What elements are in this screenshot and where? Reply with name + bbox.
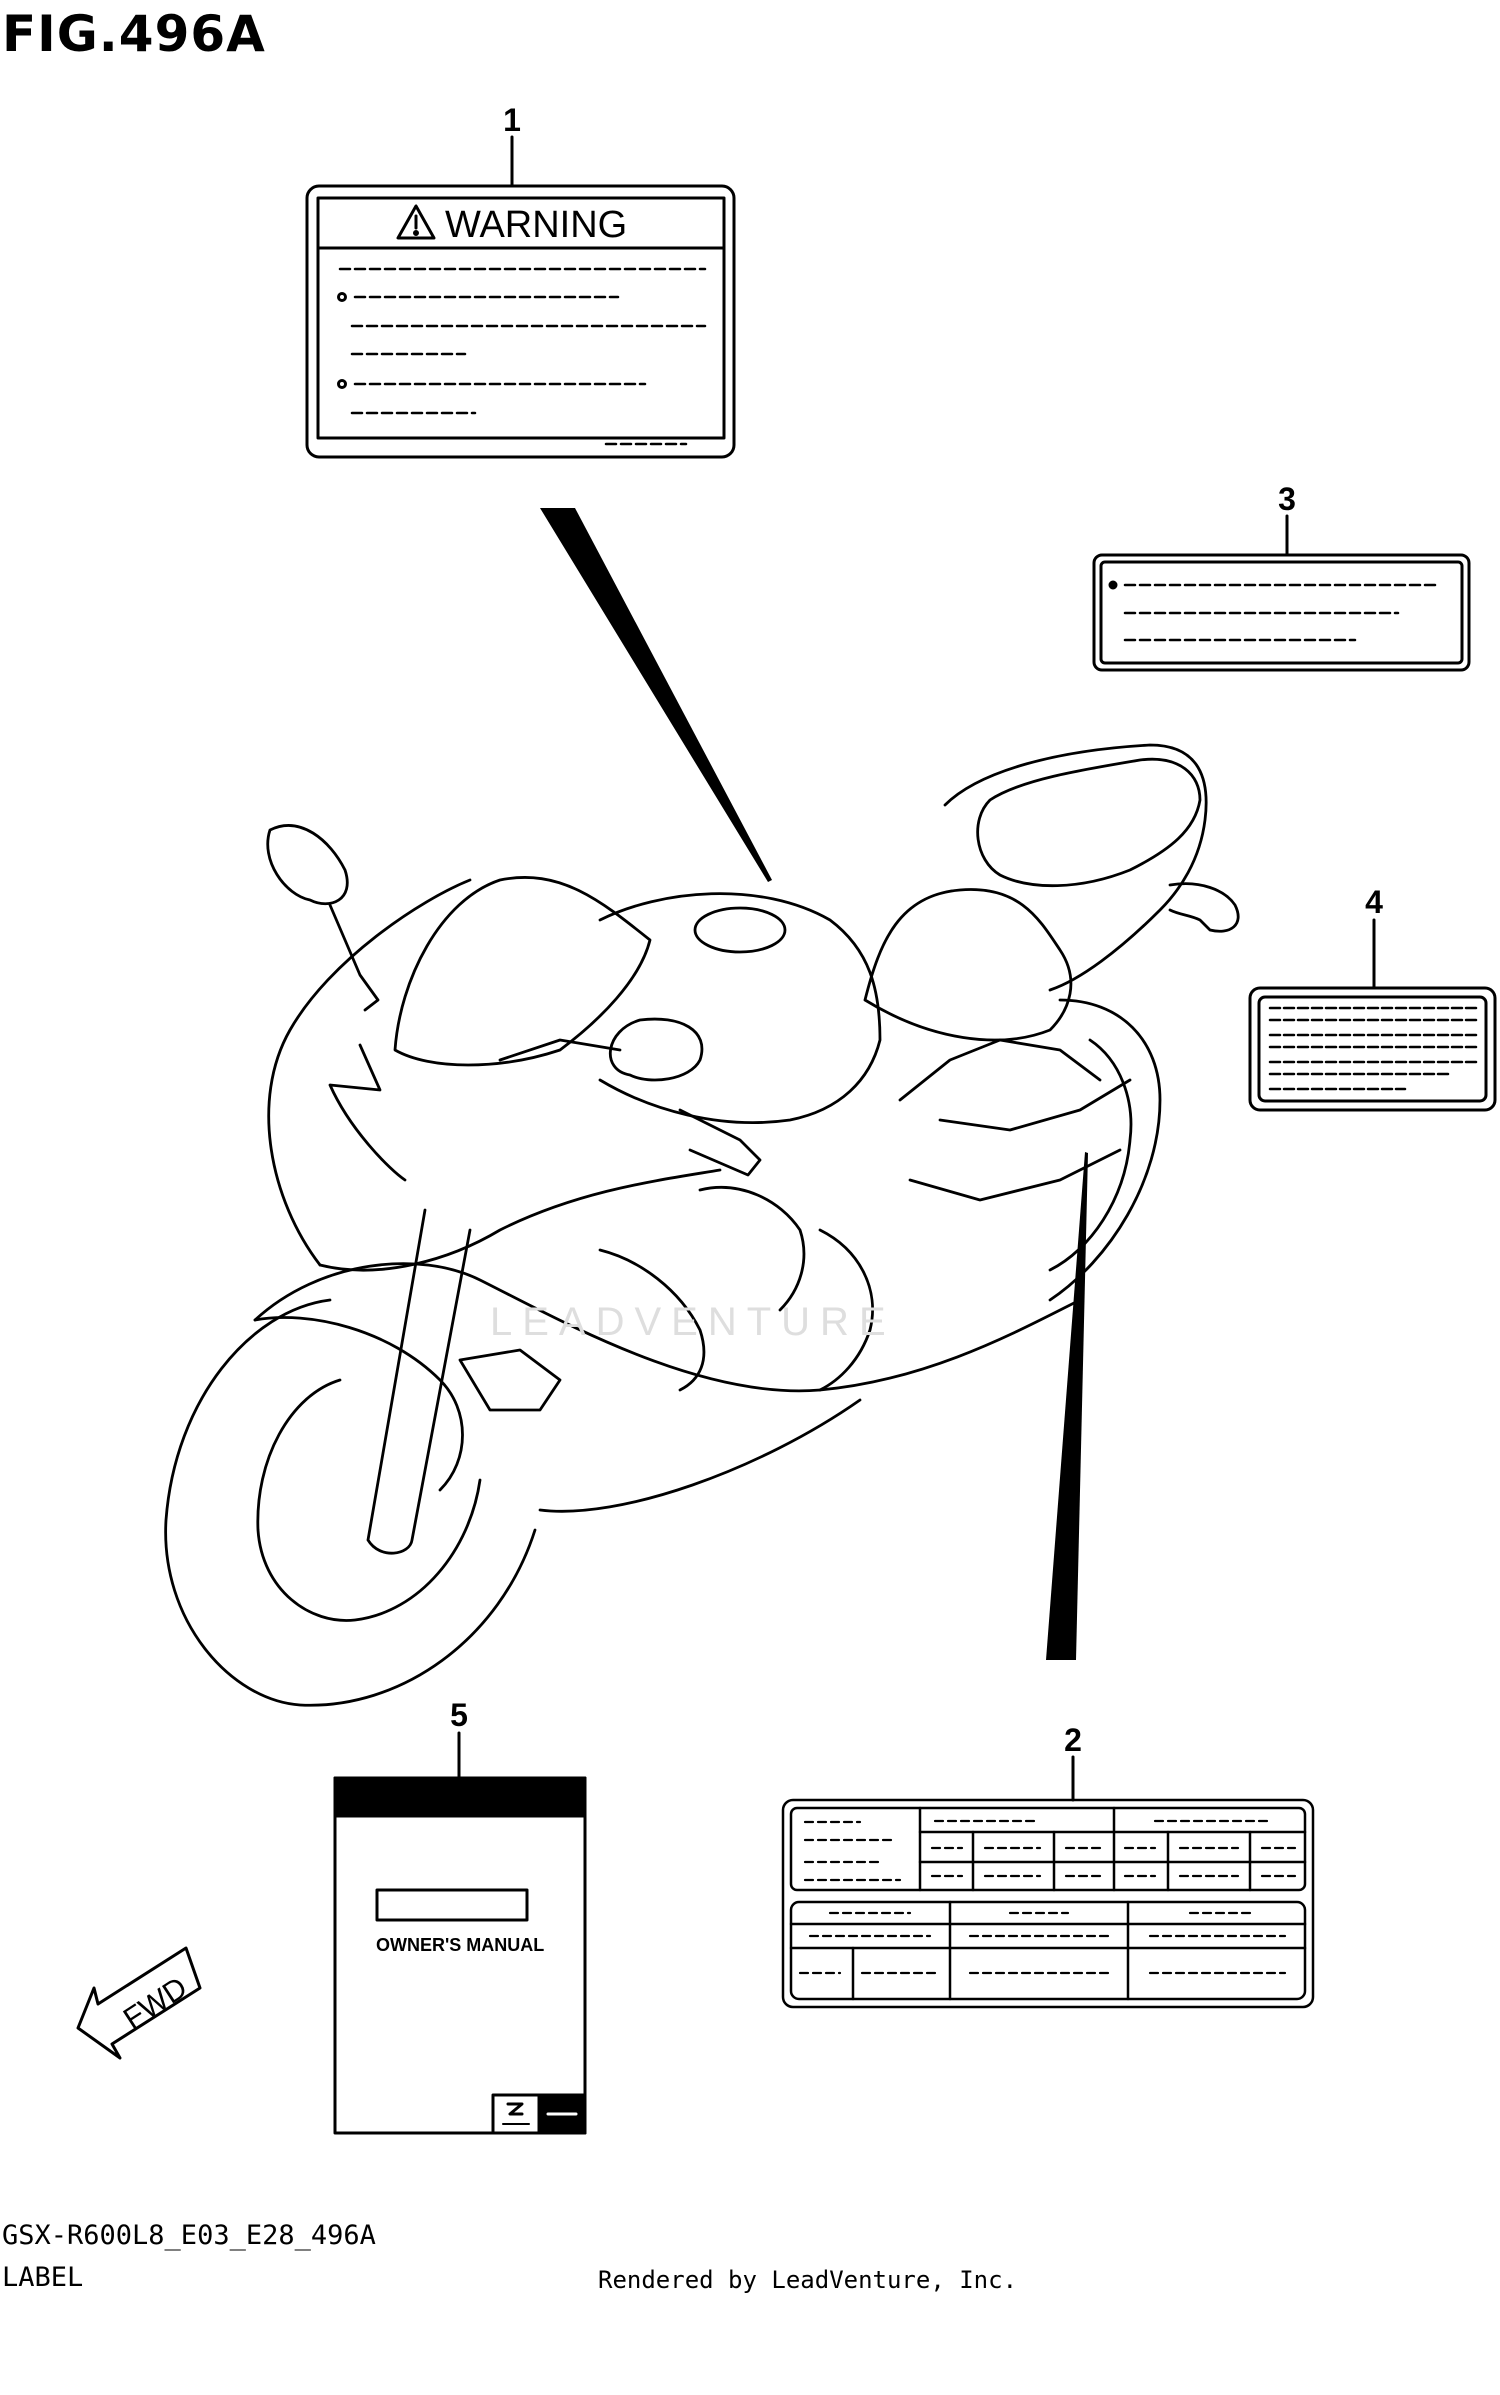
manual-title: OWNER'S MANUAL	[376, 1935, 544, 1955]
label-3-text-lines	[1123, 583, 1442, 642]
pointer-label-2	[1046, 1152, 1088, 1660]
warning-label[interactable]: WARNING	[305, 184, 736, 459]
label-2-outer	[781, 1798, 1315, 2009]
manual-header-band	[333, 1776, 587, 1818]
manual-title-box	[375, 1888, 529, 1922]
callout-number-2: 2	[1064, 1722, 1082, 1758]
bullet-icon	[1108, 580, 1118, 590]
forward-arrow-icon: FWD	[76, 1946, 202, 2060]
seat	[863, 888, 1073, 1042]
watermark: LEADVENTURE	[490, 1300, 896, 1344]
motorcycle-drawing	[164, 743, 1240, 1707]
section-name: LABEL	[2, 2262, 84, 2293]
label-4-outer	[1248, 986, 1497, 1112]
part-code: GSX-R600L8_E03_E28_496A	[2, 2220, 376, 2251]
suzuki-logo-icon	[502, 2102, 530, 2125]
bullet-icon	[337, 379, 347, 389]
owners-manual[interactable]: OWNER'S MANUAL	[333, 1776, 587, 2135]
callout-number-4: 4	[1365, 884, 1383, 920]
callout-2[interactable]: 2	[1064, 1722, 1082, 1802]
warning-label-inner	[316, 196, 726, 440]
rear-seat	[976, 757, 1202, 888]
label-2-text-lines	[798, 1819, 1297, 1975]
label-3-outer	[1092, 553, 1471, 672]
callout-number-5: 5	[450, 1697, 468, 1733]
callout-4[interactable]: 4	[1365, 884, 1383, 990]
label-4-inner	[1257, 995, 1488, 1103]
front-rim	[256, 1378, 482, 1622]
label-3[interactable]	[1092, 553, 1471, 672]
front-tire	[164, 1298, 537, 1707]
render-credit: Rendered by LeadVenture, Inc.	[598, 2266, 1018, 2294]
forward-arrow-label: FWD	[118, 1971, 193, 2036]
warning-label-title: WARNING	[445, 204, 627, 246]
figure-title: FIG.496A	[2, 5, 266, 63]
callout-5[interactable]: 5	[450, 1697, 468, 1780]
label-4-text-lines	[1268, 1006, 1480, 1091]
callout-number-3: 3	[1278, 481, 1296, 517]
fuel-cap	[693, 906, 787, 954]
bullet-icon	[337, 292, 347, 302]
label-4[interactable]	[1248, 986, 1497, 1112]
callout-1[interactable]: 1	[503, 102, 521, 188]
pointer-label-1	[540, 508, 772, 882]
callout-3[interactable]: 3	[1278, 481, 1296, 557]
callout-number-1: 1	[503, 102, 521, 138]
label-2[interactable]	[781, 1798, 1315, 2009]
warning-label-outer	[305, 184, 736, 459]
warning-triangle-icon	[396, 204, 436, 240]
label-3-inner	[1099, 560, 1464, 665]
warning-text-lines	[338, 267, 707, 446]
manual-cover	[333, 1776, 587, 2135]
